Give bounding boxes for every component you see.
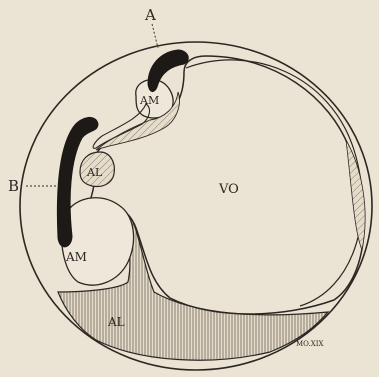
lower-amnion-sac — [62, 198, 134, 285]
label-vo: VO — [218, 182, 239, 197]
label-am-upper: AM — [139, 94, 159, 107]
label-al-middle: AL — [86, 166, 103, 179]
label-a: A — [144, 6, 156, 24]
label-b: B — [8, 177, 19, 195]
leader-a — [152, 24, 158, 48]
figure-mark: MO.XIX — [296, 340, 323, 348]
label-am-lower: AM — [65, 250, 87, 264]
upper-embryo — [148, 50, 188, 92]
vo-inner-arc — [186, 60, 362, 306]
label-al-lower: AL — [107, 315, 125, 329]
